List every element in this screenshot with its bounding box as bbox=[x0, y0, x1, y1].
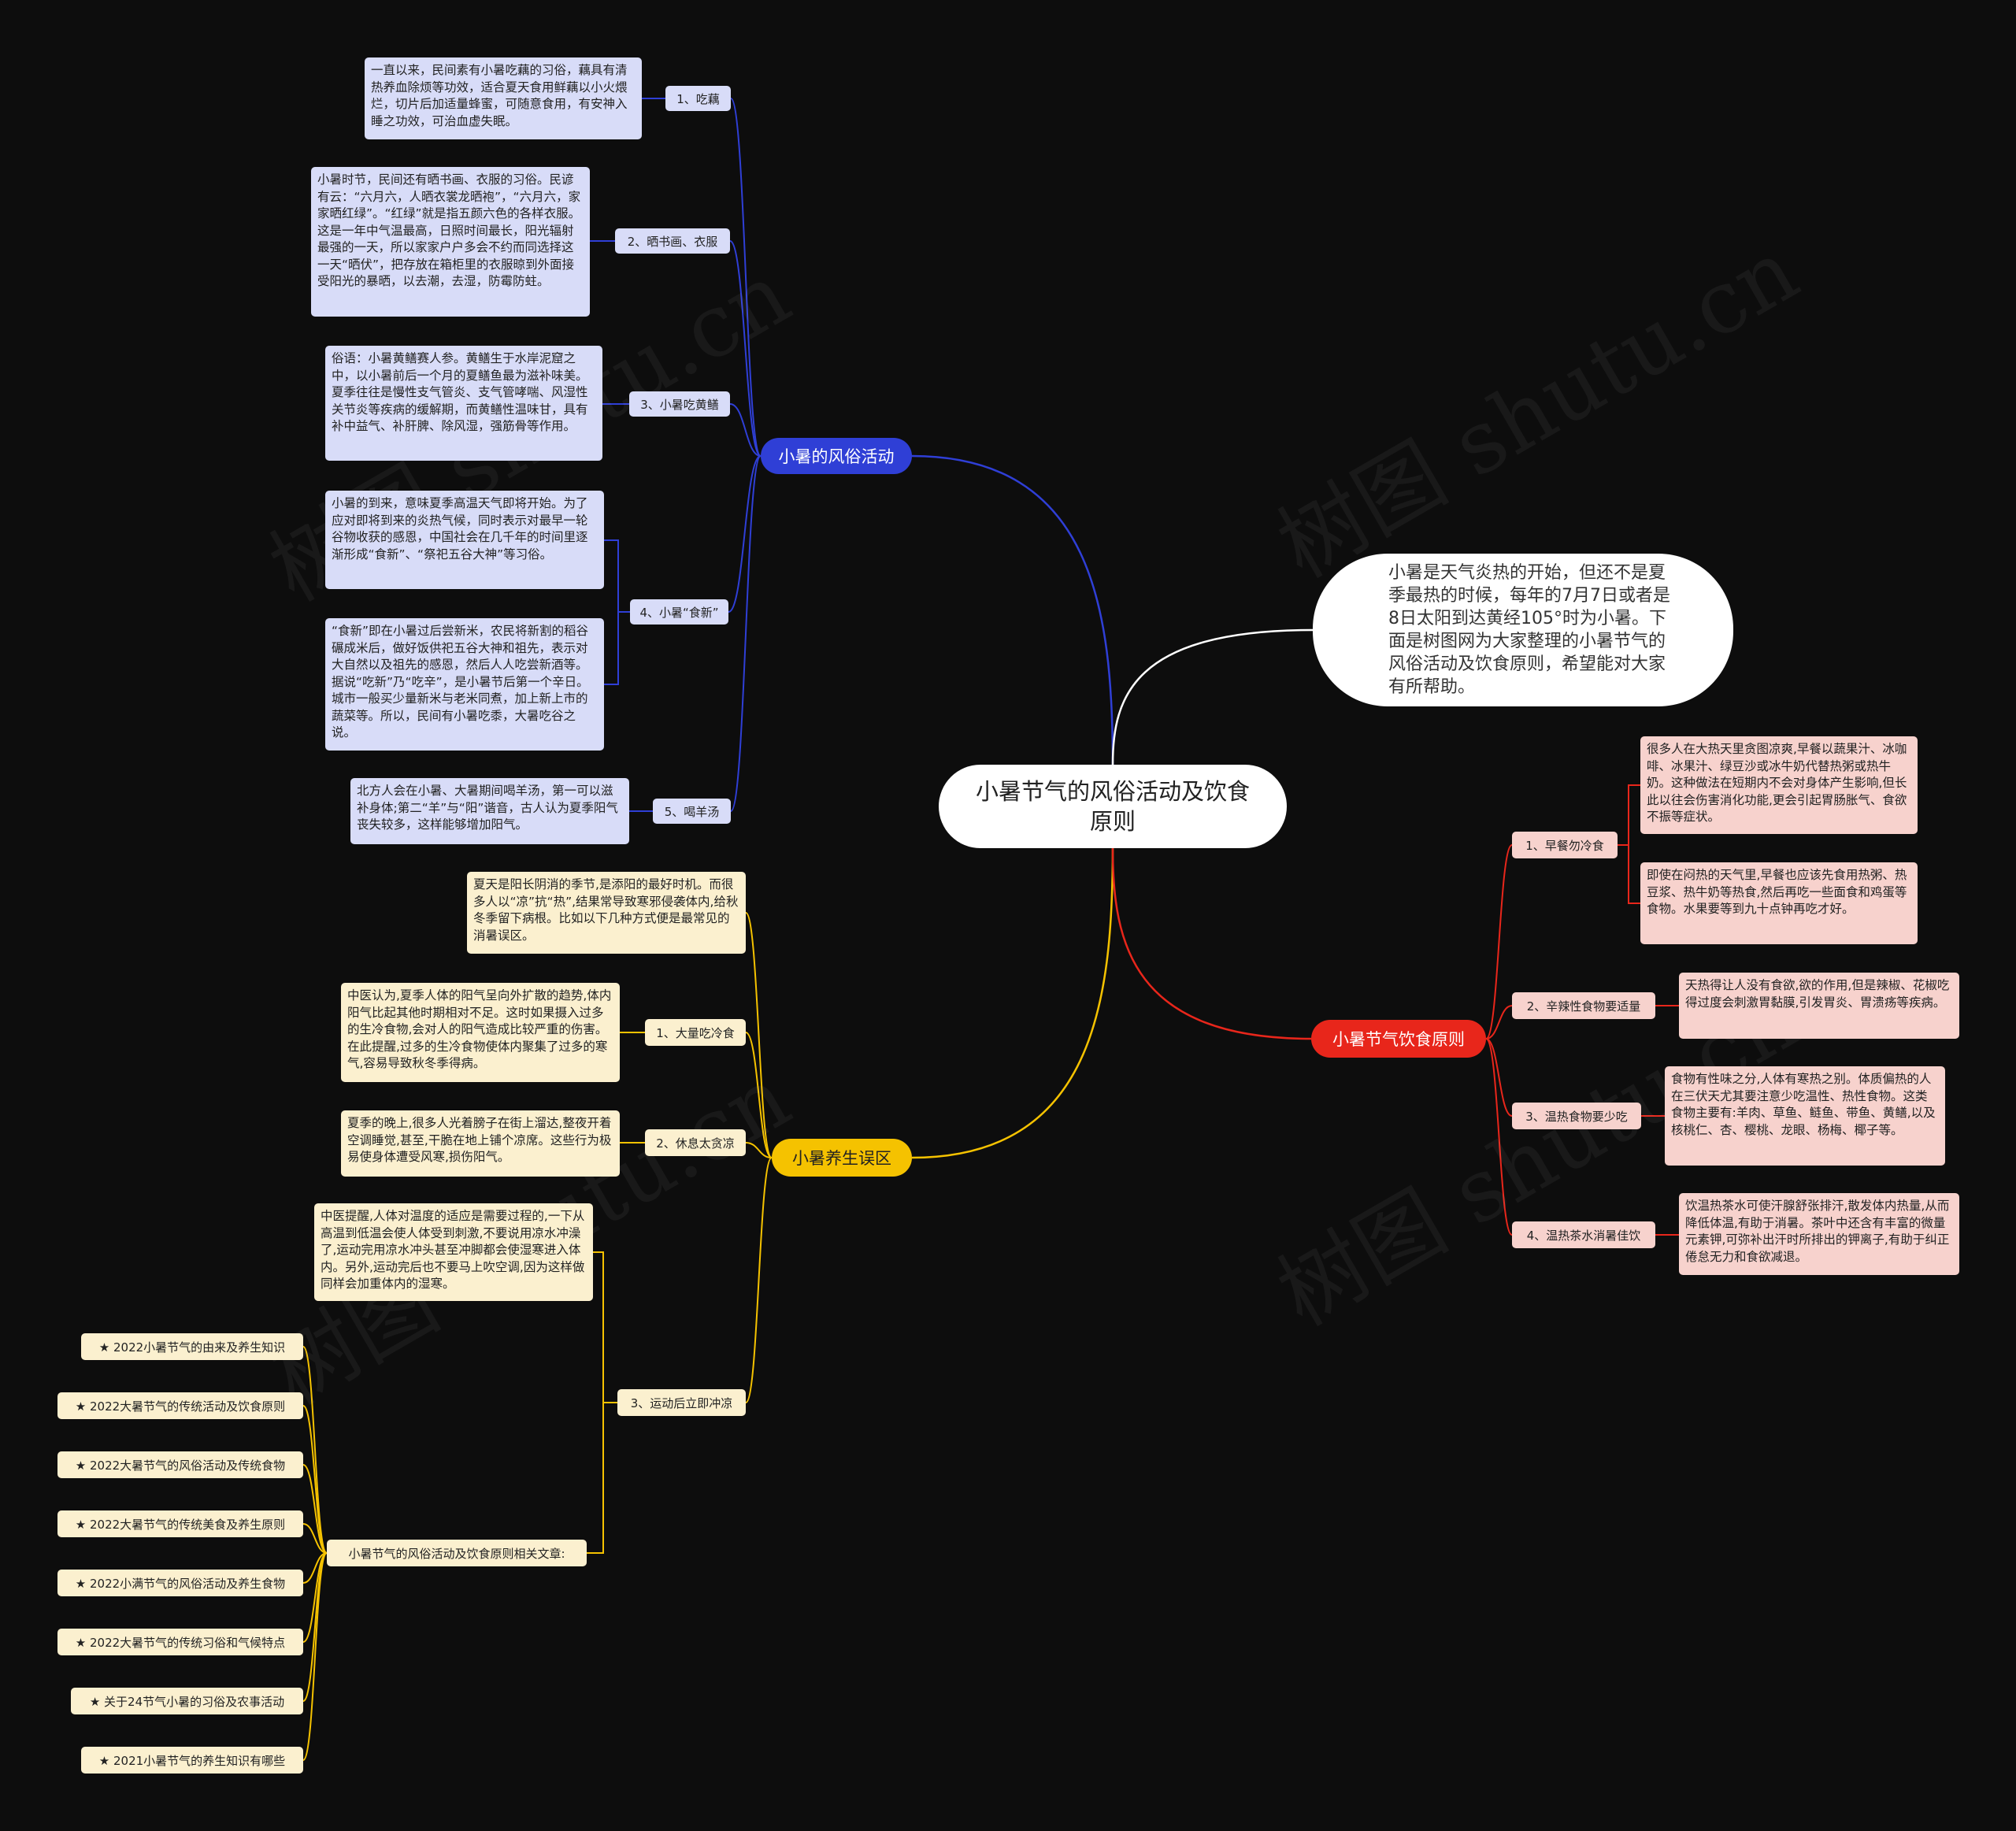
link-related-article-5 bbox=[302, 1552, 328, 1584]
link-customs-item-4 bbox=[728, 455, 762, 613]
branch-customs[interactable]: 小暑的风俗活动 bbox=[761, 438, 912, 474]
related-article-1[interactable]: ★ 2022小暑节气的由来及养生知识 bbox=[81, 1333, 303, 1360]
intro-note[interactable]: 小暑是天气炎热的开始，但还不是夏季最热的时候，每年的7月7日或者是8日太阳到达黄… bbox=[1313, 554, 1733, 706]
link-diet-item-4 bbox=[1485, 1038, 1513, 1236]
customs-item-2-text[interactable]: 小暑时节，民间还有晒书画、衣服的习俗。民谚有云：“六月六，人晒衣裳龙晒袍”，“六… bbox=[311, 167, 590, 317]
link-related-article-3 bbox=[302, 1464, 328, 1554]
diet-item-4[interactable]: 4、温热茶水消暑佳饮 bbox=[1512, 1221, 1655, 1248]
mistakes-item-2-text[interactable]: 夏季的晚上,很多人光着膀子在街上溜达,整夜开着空调睡觉,甚至,干脆在地上铺个凉席… bbox=[341, 1110, 620, 1177]
link-diet-item-3 bbox=[1485, 1038, 1513, 1117]
link-customs-item-5 bbox=[730, 455, 762, 812]
customs-item-5[interactable]: 5、喝羊汤 bbox=[653, 799, 731, 824]
customs-item-4-text-2[interactable]: “食新”即在小暑过后尝新米，农民将新割的稻谷碾成米后，做好饭供祀五谷大神和祖先，… bbox=[325, 618, 604, 751]
related-article-2[interactable]: ★ 2022大暑节气的传统活动及饮食原则 bbox=[57, 1392, 303, 1419]
link-related-article-2 bbox=[302, 1405, 328, 1554]
link-related-article-4 bbox=[302, 1523, 328, 1554]
link-customs-leaf-4 bbox=[604, 539, 630, 685]
related-article-6[interactable]: ★ 2022大暑节气的传统习俗和气候特点 bbox=[57, 1629, 303, 1655]
link-central-mistakes bbox=[911, 847, 1114, 1159]
customs-item-2[interactable]: 2、晒书画、衣服 bbox=[615, 228, 730, 254]
link-mistakes-item-3 bbox=[745, 1142, 773, 1158]
related-article-8[interactable]: ★ 2021小暑节气的养生知识有哪些 bbox=[81, 1747, 303, 1774]
mistakes-item-3-text[interactable]: 中医提醒,人体对温度的适应是需要过程的,一下从高温到低温会使人体受到刺激,不要说… bbox=[314, 1203, 593, 1301]
link-customs-item-2 bbox=[729, 240, 762, 457]
related-article-7[interactable]: ★ 关于24节气小暑的习俗及农事活动 bbox=[71, 1688, 303, 1714]
link-diet-leaf-1 bbox=[1618, 784, 1640, 904]
link-related-article-1 bbox=[302, 1346, 328, 1554]
diet-item-1[interactable]: 1、早餐勿冷食 bbox=[1512, 832, 1618, 858]
customs-item-1[interactable]: 1、吃藕 bbox=[665, 86, 731, 111]
customs-item-3-text[interactable]: 俗语：小暑黄鳝赛人参。黄鳝生于水岸泥窟之中，以小暑前后一个月的夏鳝鱼最为滋补味美… bbox=[325, 346, 602, 461]
link-mistakes-item-4 bbox=[745, 1157, 773, 1403]
branch-diet[interactable]: 小暑节气饮食原则 bbox=[1311, 1020, 1486, 1058]
related-article-3[interactable]: ★ 2022大暑节气的风俗活动及传统食物 bbox=[57, 1451, 303, 1478]
diet-item-2-text[interactable]: 天热得让人没有食欲,欲的作用,但是辣椒、花椒吃得过度会刺激胃黏膜,引发胃炎、胃溃… bbox=[1679, 973, 1959, 1039]
link-related-article-8 bbox=[302, 1552, 328, 1761]
related-article-5[interactable]: ★ 2022小满节气的风俗活动及养生食物 bbox=[57, 1570, 303, 1596]
mistakes-item-1-text[interactable]: 中医认为,夏季人体的阳气呈向外扩散的趋势,体内阳气比起其他时期相对不足。这时如果… bbox=[341, 983, 620, 1082]
diet-item-2[interactable]: 2、辛辣性食物要适量 bbox=[1512, 992, 1655, 1019]
mistakes-intro-text[interactable]: 夏天是阳长阴消的季节,是添阳的最好时机。而很多人以“凉”抗“热”,结果常导致寒邪… bbox=[467, 872, 746, 954]
diet-item-4-text[interactable]: 饮温热茶水可使汗腺舒张排汗,散发体内热量,从而降低体温,有助于消暑。茶叶中还含有… bbox=[1679, 1193, 1959, 1275]
link-central-diet bbox=[1111, 847, 1312, 1040]
branch-mistakes[interactable]: 小暑养生误区 bbox=[772, 1139, 912, 1177]
customs-item-3[interactable]: 3、小暑吃黄鳝 bbox=[629, 391, 730, 417]
related-article-4[interactable]: ★ 2022大暑节气的传统美食及养生原则 bbox=[57, 1510, 303, 1537]
customs-item-5-text[interactable]: 北方人会在小暑、大暑期间喝羊汤，第一可以滋补身体;第二“羊”与“阳”谐音，古人认… bbox=[350, 778, 629, 844]
diet-item-1-text-2[interactable]: 即使在闷热的天气里,早餐也应该先食用热粥、热豆浆、热牛奶等热食,然后再吃一些面食… bbox=[1640, 862, 1918, 944]
related-articles-label[interactable]: 小暑节气的风俗活动及饮食原则相关文章: bbox=[327, 1540, 587, 1566]
customs-item-4[interactable]: 4、小暑“食新” bbox=[630, 599, 728, 625]
link-central-customs bbox=[911, 454, 1114, 765]
mistakes-item-3[interactable]: 3、运动后立即冲凉 bbox=[617, 1389, 746, 1416]
mistakes-item-2[interactable]: 2、休息太贪凉 bbox=[645, 1129, 746, 1156]
link-customs-item-3 bbox=[729, 403, 762, 457]
link-mistakes-leaf-3 bbox=[587, 1251, 617, 1554]
link-diet-item-1 bbox=[1485, 844, 1513, 1040]
link-diet-item-2 bbox=[1485, 1005, 1513, 1040]
link-central-intro bbox=[1111, 628, 1314, 765]
link-mistakes-item-1 bbox=[745, 912, 773, 1158]
diet-item-1-text-1[interactable]: 很多人在大热天里贪图凉爽,早餐以蔬果汁、冰咖啡、冰果汁、绿豆沙或冰牛奶代替热粥或… bbox=[1640, 736, 1918, 834]
diet-item-3[interactable]: 3、温热食物要少吃 bbox=[1512, 1103, 1641, 1129]
mistakes-item-1[interactable]: 1、大量吃冷食 bbox=[645, 1019, 746, 1046]
link-related-article-7 bbox=[302, 1552, 328, 1702]
diet-item-3-text[interactable]: 食物有性味之分,人体有寒热之别。体质偏热的人在三伏天尤其要注意少吃温性、热性食物… bbox=[1665, 1066, 1945, 1166]
central-topic[interactable]: 小暑节气的风俗活动及饮食原则 bbox=[939, 765, 1287, 848]
customs-item-1-text[interactable]: 一直以来，民间素有小暑吃藕的习俗，藕具有清热养血除烦等功效，适合夏天食用鲜藕以小… bbox=[365, 57, 642, 139]
link-customs-item-1 bbox=[730, 98, 762, 457]
customs-item-4-text-1[interactable]: 小暑的到来，意味夏季高温天气即将开始。为了应对即将到来的炎热气候，同时表示对最早… bbox=[325, 491, 604, 589]
link-mistakes-item-2 bbox=[745, 1032, 773, 1158]
